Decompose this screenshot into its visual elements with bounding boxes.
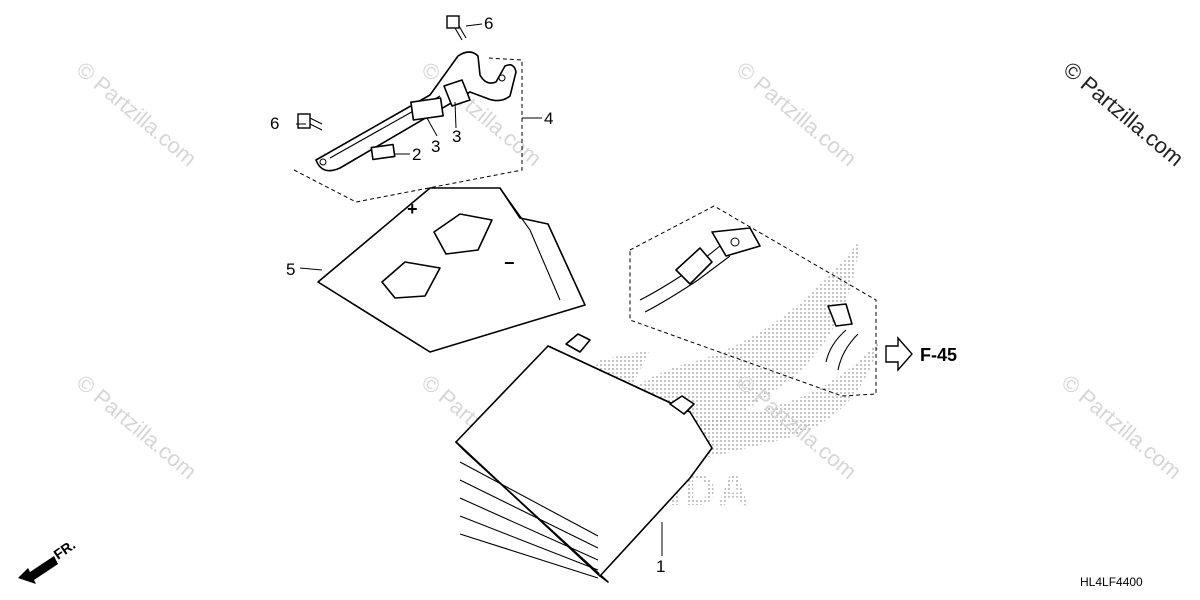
watermark-text: © Partzilla.com [72,370,202,484]
callout-pad-a: 3 [431,137,440,156]
callout-bolt-left: 6 [270,114,279,133]
pad-a [410,97,444,121]
callout-battery: 1 [656,557,665,576]
svg-text:−: − [504,253,515,273]
callout-stay-set: 4 [544,109,553,128]
battery-cover: + − [317,187,586,353]
bolt-left [297,113,323,131]
cable-detail-region [629,205,877,397]
callout-cover: 5 [286,260,295,279]
positive-cable [639,227,761,313]
front-direction-arrow [18,556,58,584]
diagram-code: HL4LF4400 [1080,575,1143,589]
reference-label: F-45 [920,345,957,365]
watermark-text: © Partzilla.com [1057,370,1187,484]
watermark-text: © Partzilla.com [732,57,862,171]
bolt-top [446,15,467,41]
corner-watermark-text: © Partzilla.com [1059,57,1189,171]
leader-lines [296,23,663,556]
callout-bolt-top: 6 [484,14,493,33]
pad-small [370,143,396,161]
stay-set-bracket [293,57,523,203]
pad-b [443,79,471,107]
reference-arrow [885,336,913,372]
watermark-text: © Partzilla.com [72,57,202,171]
battery [455,333,713,583]
negative-cable [825,303,859,371]
callout-pad-small: 2 [412,145,421,164]
callout-pad-b: 3 [452,127,461,146]
svg-text:+: + [407,199,418,219]
